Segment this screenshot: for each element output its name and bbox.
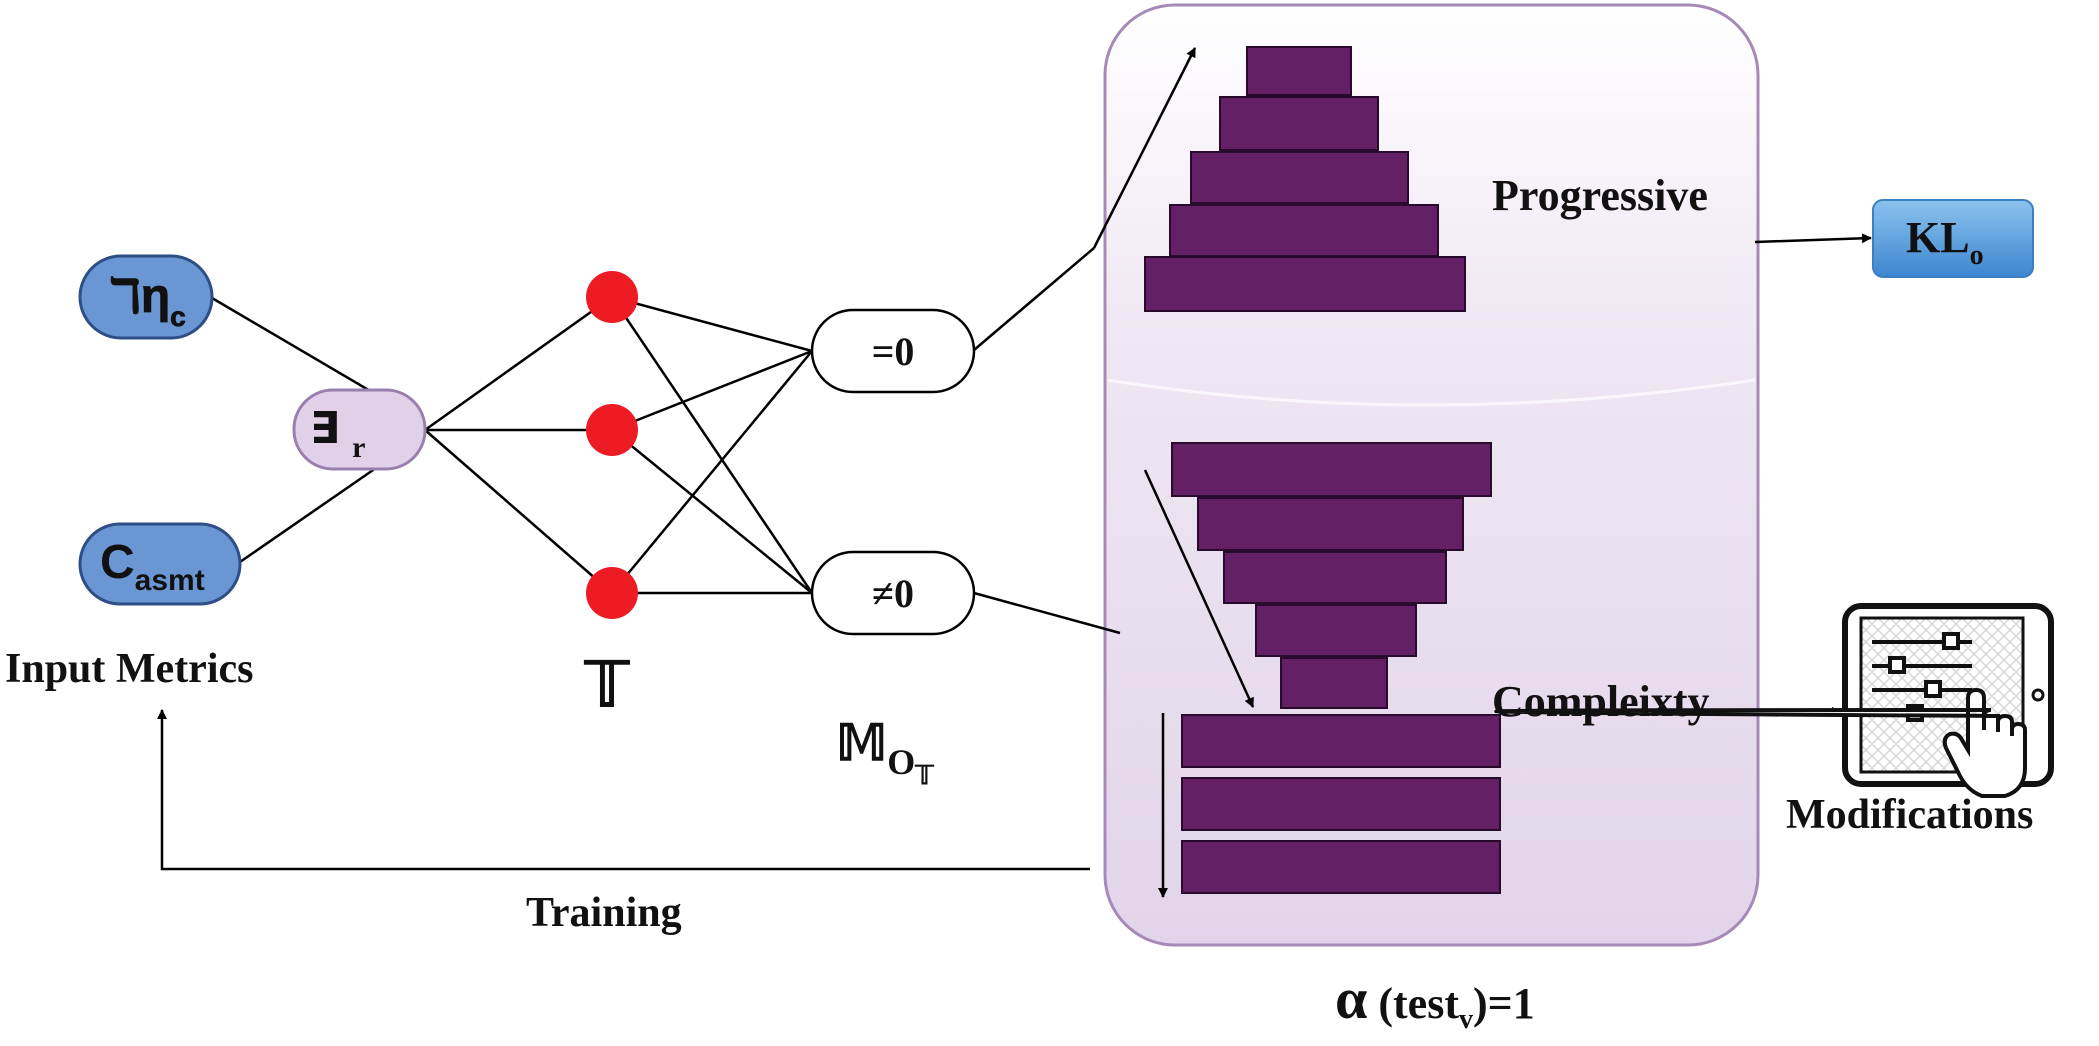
progressive-bar	[1144, 256, 1466, 312]
input-metrics-label: Input Metrics	[5, 646, 253, 692]
progressive-bar	[1190, 151, 1409, 204]
complexity-label: Compleixty	[1492, 677, 1710, 726]
progressive-pyramid	[1144, 46, 1466, 312]
kl-subscript: o	[1970, 240, 1984, 271]
kl-main: KL	[1906, 213, 1970, 262]
c-asmt-input-node: Casmt	[78, 522, 242, 606]
complexity-bar	[1255, 604, 1417, 657]
kl-output-box: KLo	[1872, 199, 2034, 278]
complexity-bar	[1171, 442, 1492, 497]
stack-bar	[1181, 840, 1501, 894]
svg-text:KLo: KLo	[1906, 213, 1984, 271]
svg-text:∃r: ∃r	[310, 404, 365, 464]
c-symbol: C	[100, 536, 135, 589]
exists-combine-node: ∃r	[292, 388, 427, 471]
eta-subscript: c	[170, 301, 186, 332]
svg-text:=0: =0	[872, 329, 915, 374]
eta-symbol: ℸη	[108, 270, 170, 323]
progressive-bar	[1219, 96, 1379, 151]
exists-subscript: r	[352, 431, 365, 464]
progressive-bar	[1169, 204, 1439, 257]
complexity-bar	[1280, 657, 1388, 709]
progressive-bar	[1246, 46, 1352, 96]
m-symbol-label: 𝕄O𝕋	[836, 715, 934, 790]
stack-bar	[1181, 714, 1501, 768]
training-label: Training	[526, 890, 682, 936]
alpha-label: α (testv)=1	[1335, 966, 1535, 1035]
tablet-sliders-hand-icon	[1494, 603, 2054, 798]
svg-text:ℸηc: ℸηc	[108, 270, 186, 332]
modifications-label: Modifications	[1786, 792, 2033, 838]
eq-zero-node: =0	[810, 308, 976, 394]
neuron	[586, 404, 638, 456]
svg-text:Casmt: Casmt	[100, 536, 205, 597]
complexity-bar	[1223, 551, 1447, 604]
network-edges	[211, 247, 1121, 635]
neuron	[586, 271, 638, 323]
hidden-neurons	[586, 271, 638, 619]
neq-zero-node: ≠0	[810, 550, 976, 636]
c-subscript: asmt	[135, 564, 205, 597]
eta-input-node: ℸηc	[78, 254, 214, 340]
stacked-bars	[1181, 714, 1501, 894]
exists-symbol: ∃	[310, 404, 340, 453]
complexity-bar	[1197, 497, 1464, 551]
progressive-label: Progressive	[1492, 171, 1708, 220]
svg-text:≠0: ≠0	[872, 571, 914, 616]
complexity-pyramid	[1171, 442, 1492, 709]
t-symbol-label: 𝕋	[583, 652, 631, 720]
stack-bar	[1181, 777, 1501, 831]
neuron	[586, 567, 638, 619]
